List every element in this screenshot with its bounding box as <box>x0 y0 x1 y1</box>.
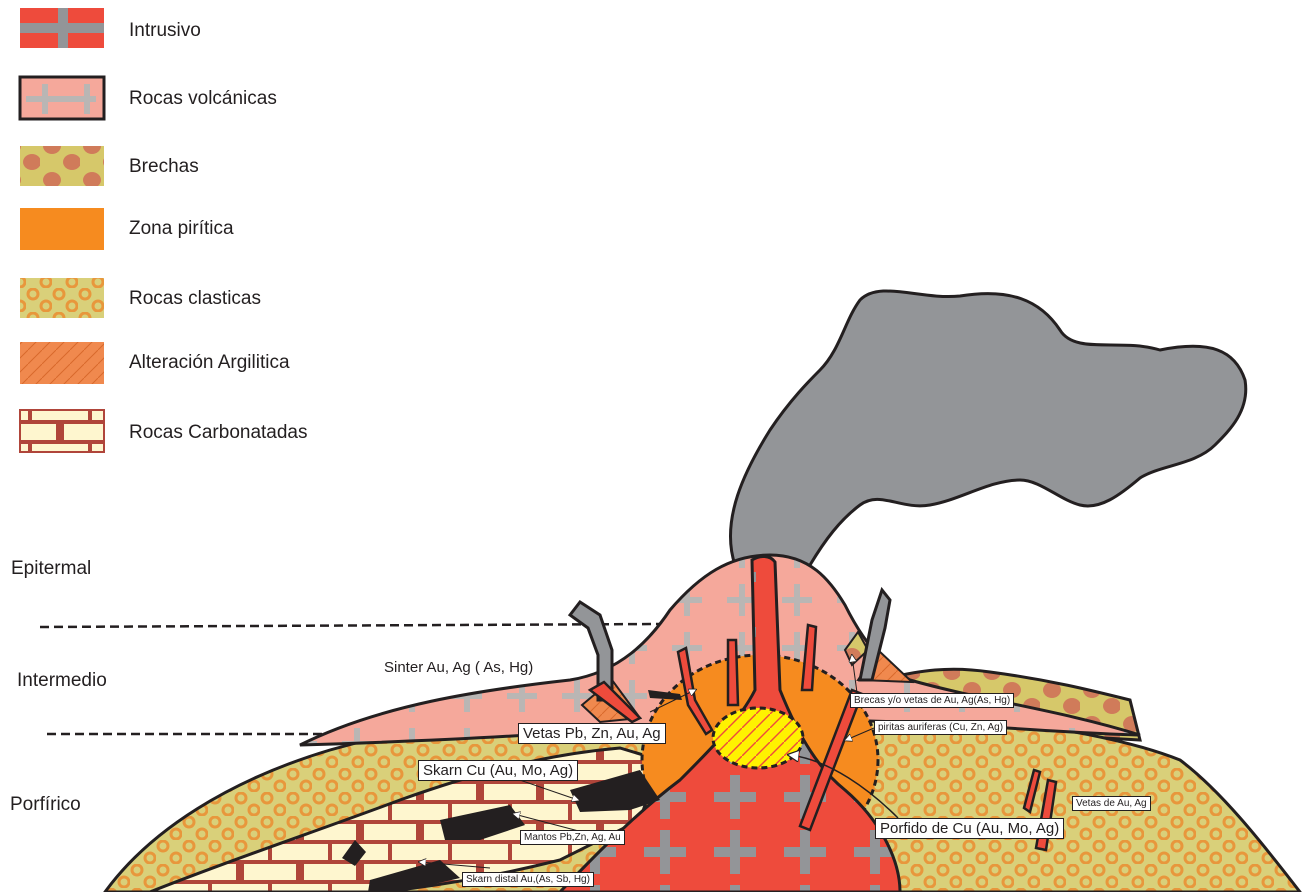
gas-plume <box>730 291 1245 565</box>
label-brecas: Brecas y/o vetas de Au, Ag(As, Hg) <box>850 693 1014 708</box>
zone-label-epitermal: Epitermal <box>11 558 91 580</box>
label-piritas: piritas auriferas (Cu, Zn, Ag) <box>874 720 1007 735</box>
zone-label-porfirico: Porfírico <box>10 794 81 816</box>
legend-swatch-intrusivo <box>20 8 104 48</box>
label-vetas-pb: Vetas Pb, Zn, Au, Ag <box>518 723 666 744</box>
legend-label-brechas: Brechas <box>129 156 199 178</box>
red-dike-small <box>728 640 738 705</box>
label-mantos: Mantos Pb,Zn, Ag, Au <box>520 830 625 845</box>
legend-swatch-piritica <box>20 208 104 250</box>
label-vetas-au: Vetas de Au, Ag <box>1072 796 1151 811</box>
zone-line-upper <box>40 624 660 627</box>
legend-label-clasticas: Rocas clasticas <box>129 288 261 310</box>
label-skarn-cu: Skarn Cu (Au, Mo, Ag) <box>418 760 578 781</box>
legend-swatch-argilitica <box>20 342 104 384</box>
label-sinter: Sinter Au, Ag ( As, Hg) <box>384 659 533 676</box>
legend-swatch-volcanicas <box>20 77 104 119</box>
legend-swatch-carbonatadas <box>20 410 104 452</box>
legend-label-argilitica: Alteración Argilitica <box>129 352 290 374</box>
label-skarn-distal: Skarn distal Au,(As, Sb, Hg) <box>462 872 594 887</box>
legend-label-piritica: Zona pirítica <box>129 218 234 240</box>
legend-swatch-clasticas <box>20 278 104 318</box>
legend-label-carbonatadas: Rocas Carbonatadas <box>129 422 308 444</box>
legend-swatch-brechas <box>20 146 104 186</box>
legend-label-volcanicas: Rocas volcánicas <box>129 88 277 110</box>
label-porfido: Porfido de Cu (Au, Mo, Ag) <box>875 818 1064 839</box>
legend-label-intrusivo: Intrusivo <box>129 20 201 42</box>
zone-label-intermedio: Intermedio <box>17 670 107 692</box>
porphyry-core <box>713 708 803 768</box>
